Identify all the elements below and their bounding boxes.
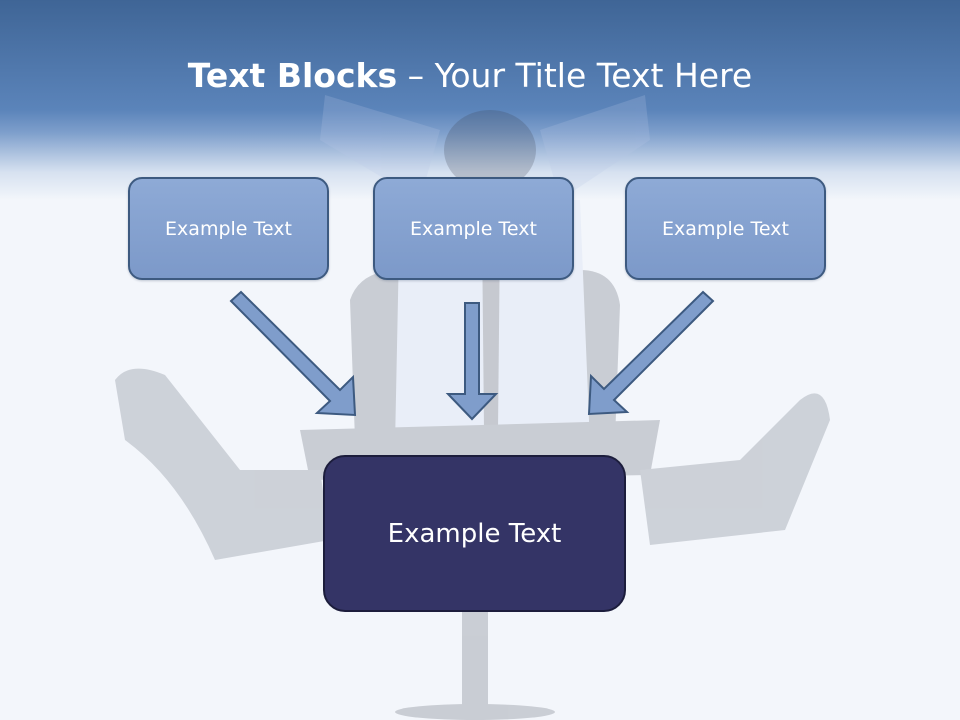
slide-title: Text Blocks – Your Title Text Here bbox=[0, 52, 940, 100]
header-band bbox=[0, 0, 960, 200]
title-rest-part: – Your Title Text Here bbox=[397, 56, 753, 95]
text-block-2-label: Example Text bbox=[410, 217, 537, 240]
text-block-3[interactable]: Example Text bbox=[625, 177, 826, 280]
arrow-down-right-icon[interactable] bbox=[229, 290, 357, 417]
text-block-3-label: Example Text bbox=[662, 217, 789, 240]
arrow-down-icon[interactable] bbox=[445, 302, 499, 421]
main-text-block-label: Example Text bbox=[387, 518, 562, 549]
main-text-block[interactable]: Example Text bbox=[323, 455, 626, 612]
text-block-1-label: Example Text bbox=[165, 217, 292, 240]
arrow-down-left-icon[interactable] bbox=[587, 290, 715, 416]
text-block-2[interactable]: Example Text bbox=[373, 177, 574, 280]
title-bold-part: Text Blocks bbox=[187, 56, 398, 95]
text-block-1[interactable]: Example Text bbox=[128, 177, 329, 280]
